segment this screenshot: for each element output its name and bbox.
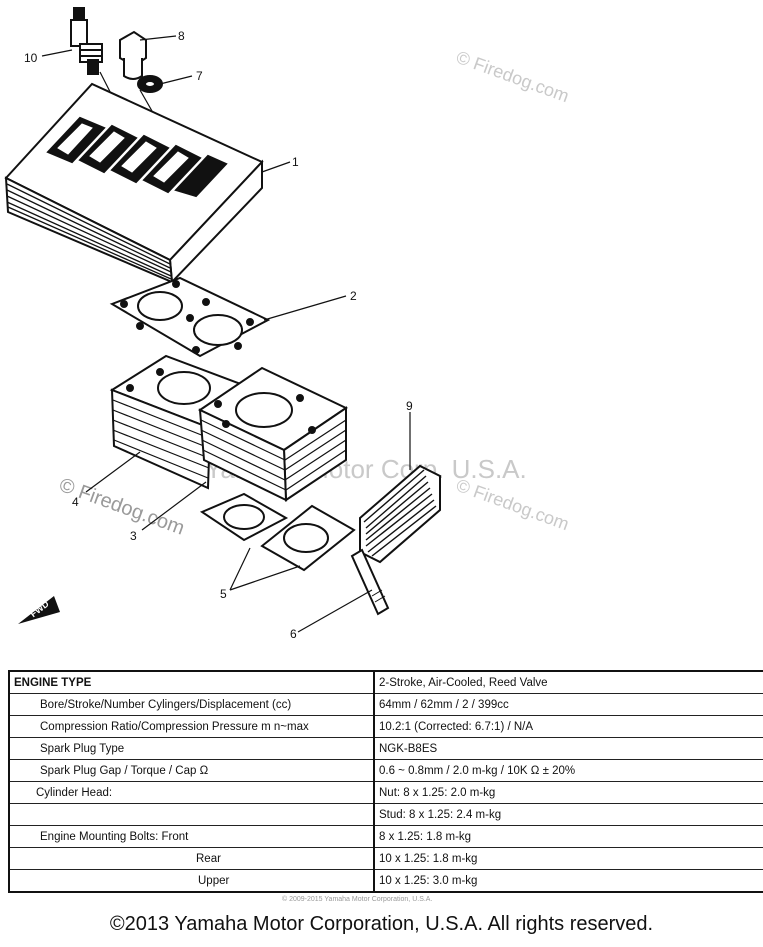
spec-value: 10 x 1.25: 3.0 m-kg [373, 869, 763, 893]
callout-4: 4 [72, 495, 79, 509]
footer-copyright: ©2013 Yamaha Motor Corporation, U.S.A. A… [109, 913, 654, 935]
callout-6: 6 [290, 627, 297, 641]
spec-row: Cylinder Head: Nut: 8 x 1.25: 2.0 m-kg [8, 781, 763, 804]
base-gaskets-part [199, 492, 356, 572]
spec-row: Spark Plug Gap / Torque / Cap Ω 0.6 ~ 0.… [8, 759, 763, 782]
spec-label [8, 803, 375, 826]
engine-spec-table: ENGINE TYPE 2-Stroke, Air-Cooled, Reed V… [8, 670, 763, 893]
callout-3: 3 [130, 529, 137, 543]
callout-8: 8 [178, 29, 185, 43]
spec-row: Rear 10 x 1.25: 1.8 m-kg [8, 847, 763, 870]
head-nut-part [119, 30, 147, 80]
forward-arrow-icon: FWD [18, 596, 60, 624]
spec-value: NGK-B8ES [373, 737, 763, 760]
spec-value: 8 x 1.25: 1.8 m-kg [373, 825, 763, 848]
spec-label: Upper [8, 869, 375, 893]
spec-label: Spark Plug Type [8, 737, 375, 760]
spec-value: 10 x 1.25: 1.8 m-kg [373, 847, 763, 870]
spec-value: 64mm / 62mm / 2 / 399cc [373, 693, 763, 716]
cylinder-head-part [4, 82, 264, 285]
spec-value: 0.6 ~ 0.8mm / 2.0 m-kg / 10K Ω ± 20% [373, 759, 763, 782]
exploded-parts-diagram: © Firedog.com © Firedog.com © Firedog.co… [4, 7, 572, 641]
spec-value: 2-Stroke, Air-Cooled, Reed Valve [373, 670, 763, 694]
spec-label: Spark Plug Gap / Torque / Cap Ω [8, 759, 375, 782]
head-gasket-part [109, 276, 271, 358]
watermark-firedog-top: © Firedog.com [454, 47, 572, 106]
spec-value: Stud: 8 x 1.25: 2.4 m-kg [373, 803, 763, 826]
spec-label: ENGINE TYPE [8, 670, 375, 694]
spec-row: Spark Plug Type NGK-B8ES [8, 737, 763, 760]
spec-row: Bore/Stroke/Number Cylingers/Displacemen… [8, 693, 763, 716]
cylinder-block-part [109, 354, 349, 502]
spec-row: ENGINE TYPE 2-Stroke, Air-Cooled, Reed V… [8, 670, 763, 694]
spec-label: Rear [8, 847, 375, 870]
callout-5: 5 [220, 587, 227, 601]
spec-row: Compression Ratio/Compression Pressure m… [8, 715, 763, 738]
spec-row: Engine Mounting Bolts: Front 8 x 1.25: 1… [8, 825, 763, 848]
spec-label: Cylinder Head: [8, 781, 375, 804]
reed-fins-part [359, 464, 441, 564]
spec-value: Nut: 8 x 1.25: 2.0 m-kg [373, 781, 763, 804]
spec-row: Stud: 8 x 1.25: 2.4 m-kg [8, 803, 763, 826]
callout-10: 10 [24, 51, 38, 65]
callout-2: 2 [350, 289, 357, 303]
callout-leaders [41, 35, 411, 633]
stud-part [350, 548, 390, 616]
spark-plug-part [70, 7, 103, 75]
spec-row: Upper 10 x 1.25: 3.0 m-kg [8, 869, 763, 893]
small-copyright: © 2009-2015 Yamaha Motor Corporation, U.… [282, 896, 433, 903]
callout-7: 7 [196, 69, 203, 83]
spec-label: Engine Mounting Bolts: Front [8, 825, 375, 848]
spec-label: Compression Ratio/Compression Pressure m… [8, 715, 375, 738]
spec-value: 10.2:1 (Corrected: 6.7:1) / N/A [373, 715, 763, 738]
spec-label: Bore/Stroke/Number Cylingers/Displacemen… [8, 693, 375, 716]
callout-9: 9 [406, 399, 413, 413]
callout-1: 1 [292, 155, 299, 169]
washer-part [137, 75, 163, 93]
